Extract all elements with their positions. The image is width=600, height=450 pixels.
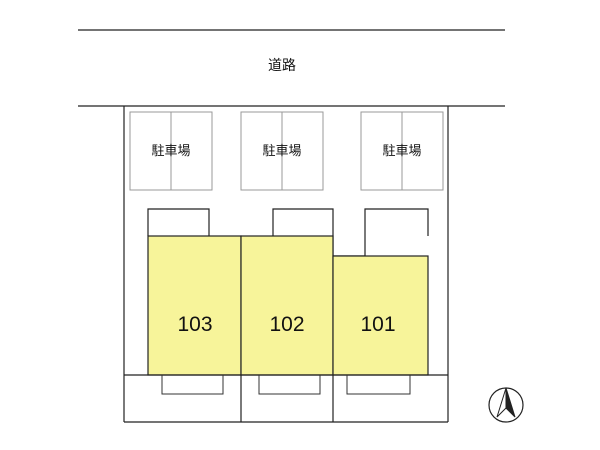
unit-101: 101 — [332, 255, 429, 376]
unit-shape — [147, 235, 242, 376]
property-boundary — [123, 106, 449, 423]
parking-space: 駐車場 — [360, 111, 444, 191]
unit-number: 101 — [360, 313, 395, 336]
unit-102: 102 — [240, 235, 334, 376]
unit-shape — [240, 235, 334, 376]
rear-porch — [346, 375, 411, 395]
road: 道路 — [78, 29, 505, 107]
unit-number: 103 — [177, 313, 212, 336]
unit-103: 103 — [147, 235, 242, 376]
unit-number: 102 — [269, 313, 304, 336]
road-label: 道路 — [268, 58, 296, 74]
rear-yard — [124, 374, 448, 422]
arrow-right-half — [505, 387, 516, 418]
arrow-left-half — [496, 387, 507, 418]
parking-label: 駐車場 — [262, 144, 301, 159]
parking-space: 駐車場 — [129, 111, 213, 191]
parking-space: 駐車場 — [240, 111, 324, 191]
rear-porch — [161, 375, 224, 395]
rear-porch — [258, 375, 321, 395]
north-arrow-icon — [488, 387, 524, 423]
building-outline — [147, 208, 429, 257]
parking-label: 駐車場 — [151, 144, 190, 159]
unit-shape — [332, 255, 429, 376]
parking-label: 駐車場 — [382, 144, 421, 159]
parking-area: 駐車場 駐車場 駐車場 — [129, 111, 444, 191]
